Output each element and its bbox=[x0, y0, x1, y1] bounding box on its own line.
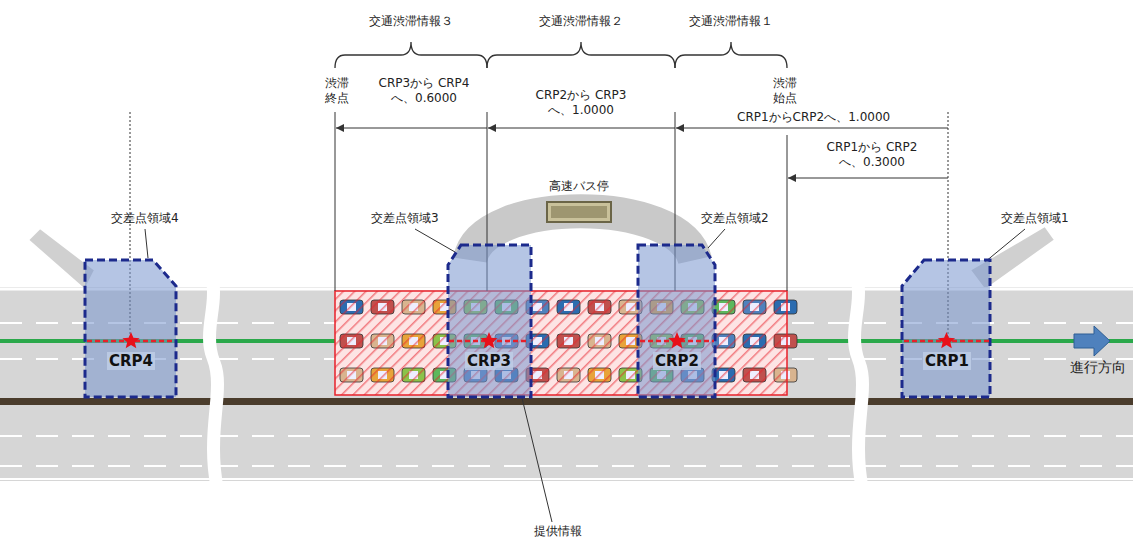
intersection-region: CRP2 bbox=[636, 243, 718, 399]
annotation-label: 交通渋滞情報１ bbox=[689, 14, 773, 29]
region-outline bbox=[636, 243, 718, 399]
annotation-label: 交通渋滞情報２ bbox=[539, 14, 623, 29]
annotation-label: CRP2から CRP3へ、1.0000 bbox=[531, 88, 631, 118]
bus-stop-label: 高速バス停 bbox=[544, 178, 614, 195]
annotation-label: 交差点領域1 bbox=[1001, 211, 1069, 226]
bus-stop-sign bbox=[546, 201, 612, 223]
annotation-label: CRP1からCRP2へ、1.0000 bbox=[735, 110, 892, 125]
annotation-label: 渋滞 終点 bbox=[322, 76, 352, 106]
region-outline bbox=[83, 258, 179, 399]
annotation-label: 交差点領域4 bbox=[111, 211, 179, 226]
bus-stop: 高速バス停 bbox=[544, 178, 614, 223]
annotation-label: CRP3から CRP4へ、0.6000 bbox=[374, 76, 474, 106]
annotation-label: 進行方向 bbox=[1070, 359, 1126, 377]
intersection-region: CRP4 bbox=[83, 258, 179, 399]
annotation-label: 交通渋滞情報３ bbox=[369, 14, 453, 29]
annotation-label: 交差点領域3 bbox=[371, 211, 439, 226]
annotation-label: 提供情報 bbox=[532, 524, 584, 539]
crp-label: CRP2 bbox=[653, 352, 701, 370]
annotation-label: 交差点領域2 bbox=[701, 211, 769, 226]
region-outline bbox=[445, 243, 533, 399]
intersection-region: CRP3 bbox=[445, 243, 533, 399]
annotation-label: 渋滞 始点 bbox=[770, 76, 800, 106]
crp-label: CRP1 bbox=[923, 352, 971, 370]
crp-label: CRP4 bbox=[107, 352, 155, 370]
crp-label: CRP3 bbox=[465, 352, 513, 370]
region-outline bbox=[900, 258, 993, 399]
annotation-label: CRP1から CRP2へ、0.3000 bbox=[822, 140, 922, 170]
intersection-region: CRP1 bbox=[900, 258, 993, 399]
